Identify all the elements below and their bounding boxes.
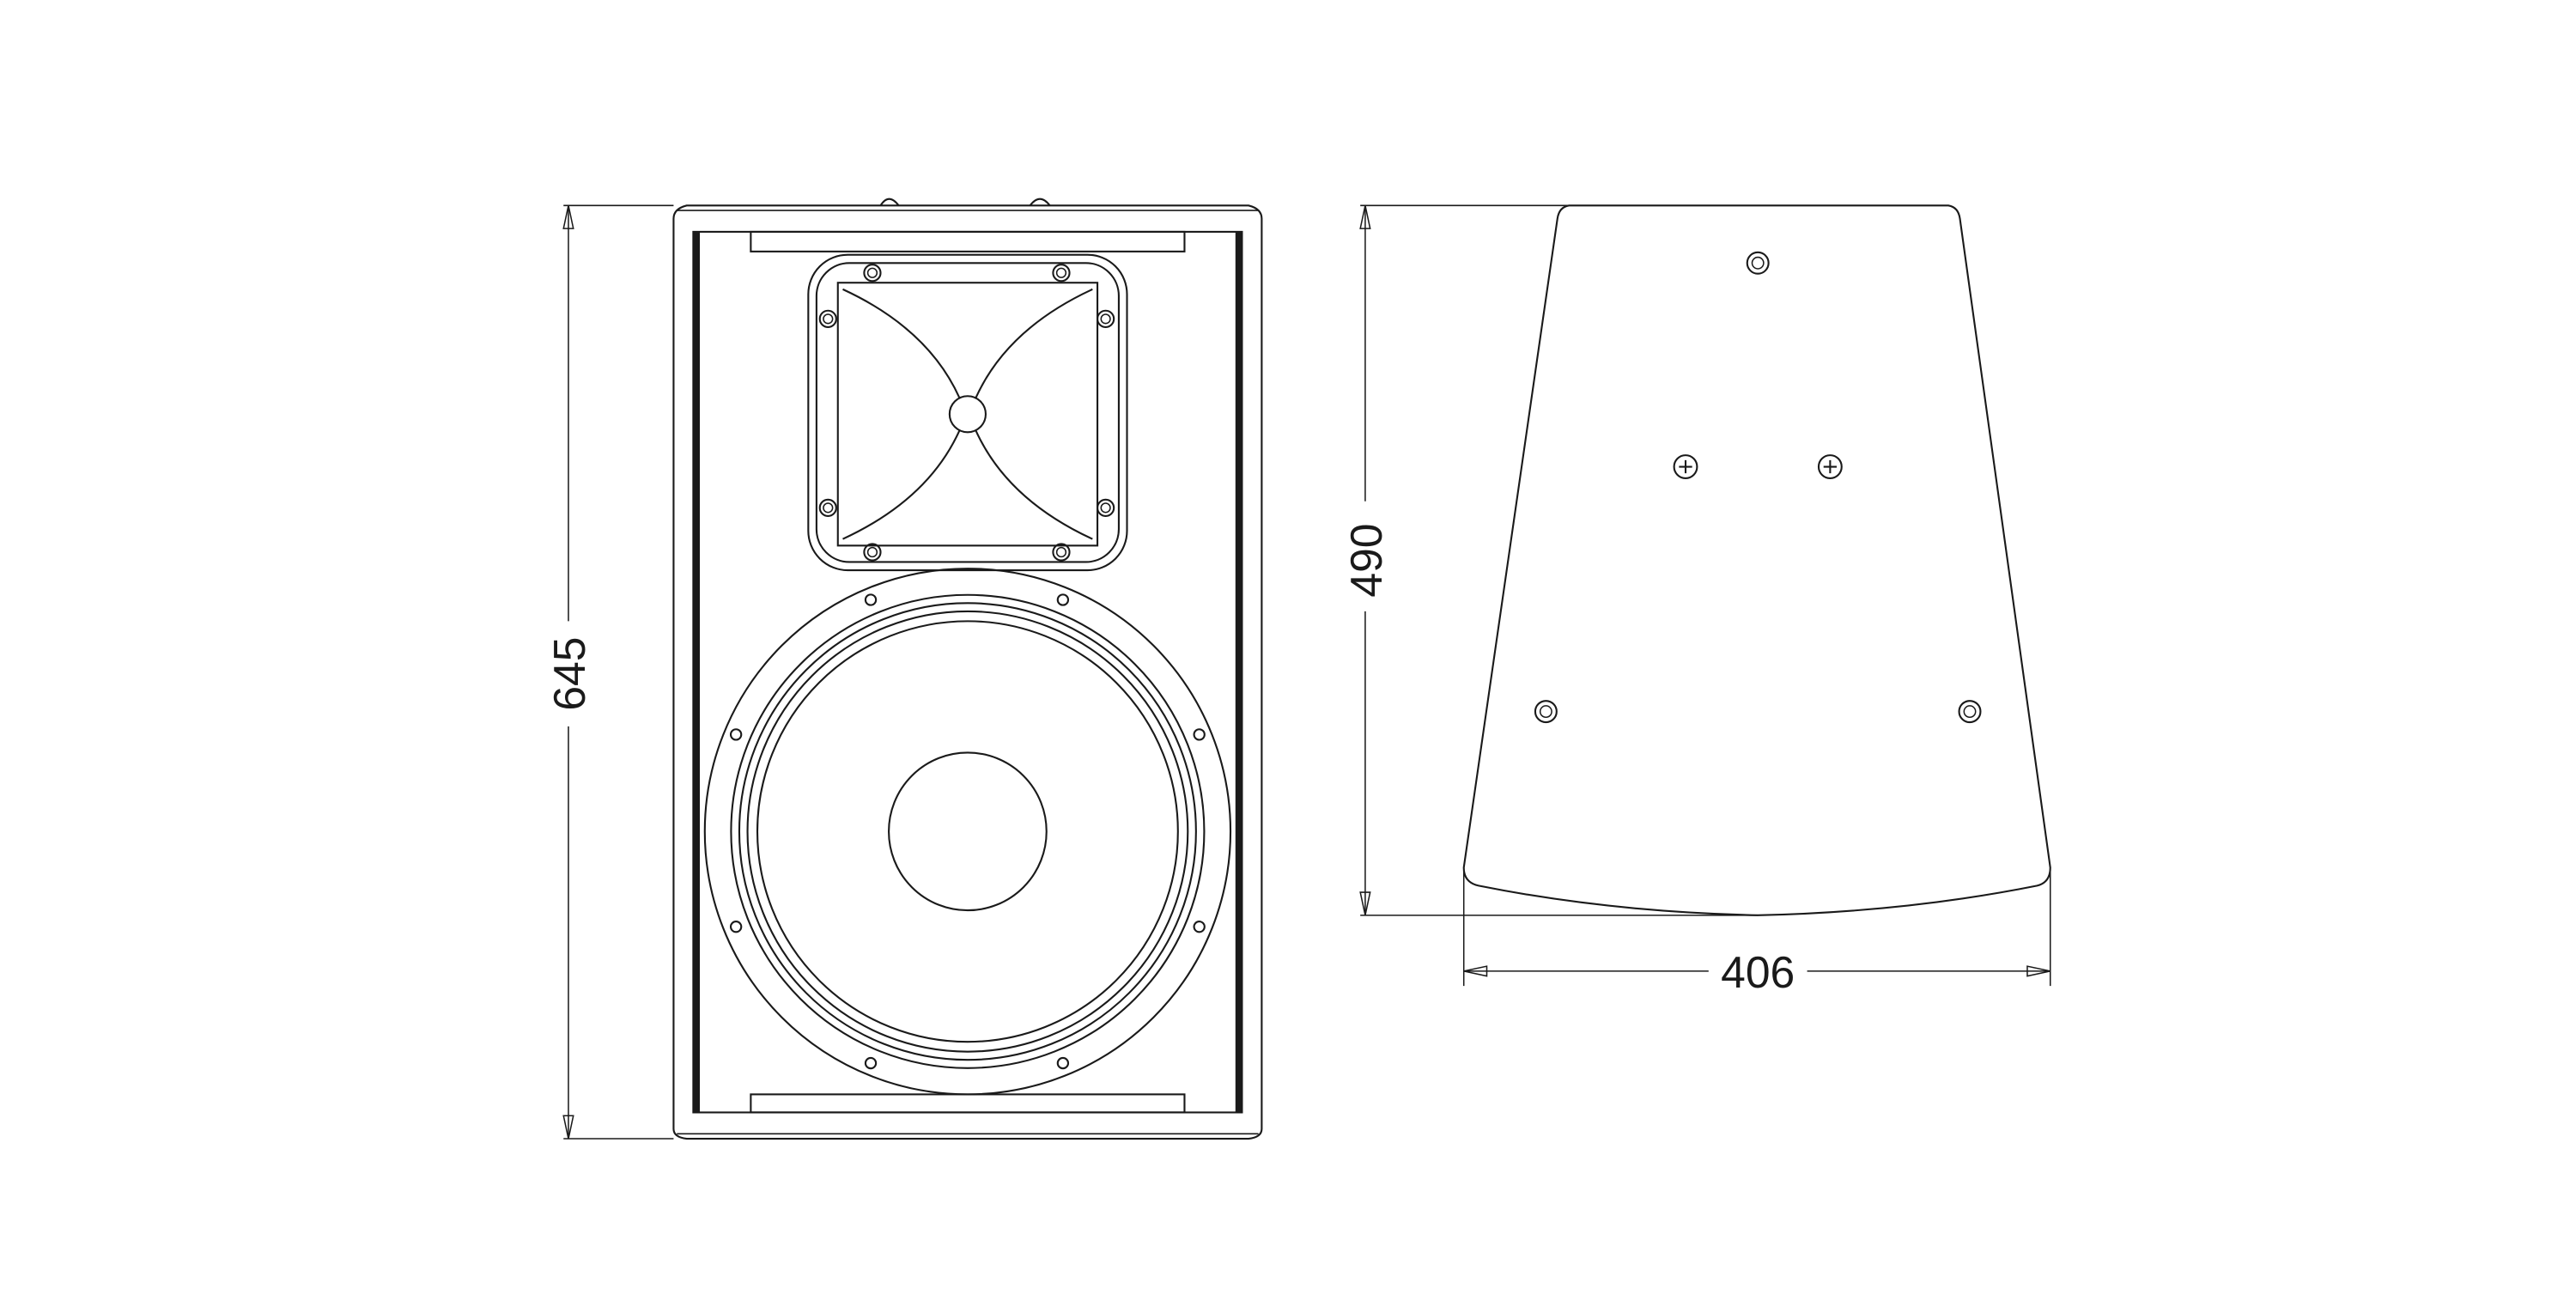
woofer-mount-hole bbox=[864, 1056, 878, 1070]
height-dimension: 645 bbox=[544, 204, 674, 1140]
horn-screw bbox=[1052, 264, 1071, 283]
inner-panel bbox=[692, 230, 1243, 1114]
horn-screw bbox=[866, 267, 878, 278]
woofer-mount-hole bbox=[1056, 1056, 1070, 1070]
horn-screw bbox=[866, 546, 878, 558]
woofer-mount-hole bbox=[1193, 921, 1206, 933]
horn-screws bbox=[818, 264, 1115, 562]
horn-screw bbox=[863, 264, 882, 283]
horn-screw bbox=[863, 543, 882, 562]
height-label: 645 bbox=[544, 637, 594, 711]
woofer-mount-hole bbox=[1056, 593, 1070, 606]
phillips-screw-right bbox=[1817, 454, 1843, 479]
horn-screw bbox=[1100, 502, 1111, 514]
horn-screw bbox=[823, 313, 834, 325]
top-knob-left bbox=[879, 198, 900, 206]
top-handle-bar bbox=[750, 230, 1186, 252]
bottom-handle-bar bbox=[750, 1093, 1186, 1114]
side-view: 490 406 bbox=[1341, 204, 2051, 997]
woofer-mount-hole bbox=[729, 921, 743, 933]
top-knob-right bbox=[1029, 198, 1051, 206]
right-strip bbox=[1235, 231, 1242, 1113]
horn-screw bbox=[818, 309, 837, 328]
left-strip bbox=[693, 231, 701, 1113]
horn-screw bbox=[823, 502, 834, 514]
depth-label: 490 bbox=[1341, 523, 1391, 597]
woofer-mount-hole bbox=[729, 728, 743, 741]
phillips-screw-left bbox=[1673, 454, 1698, 479]
horn-screw bbox=[1097, 498, 1115, 517]
horn-throat bbox=[948, 395, 987, 434]
front-view: 645 bbox=[544, 198, 1263, 1140]
woofer-mount-hole bbox=[864, 593, 878, 606]
width-label: 406 bbox=[1721, 947, 1795, 997]
woofer-mount-hole bbox=[1193, 728, 1206, 741]
woofer-mount-holes bbox=[729, 593, 1206, 1070]
horn-screw bbox=[1055, 546, 1067, 558]
woofer bbox=[703, 568, 1232, 1096]
horn-screw bbox=[1055, 267, 1067, 278]
depth-dimension: 490 bbox=[1341, 204, 1759, 916]
horn-screw bbox=[818, 498, 837, 517]
dust-cap bbox=[888, 751, 1048, 912]
side-panel-outline bbox=[1462, 204, 2051, 916]
horn-tweeter bbox=[807, 253, 1128, 572]
horn-screw bbox=[1052, 543, 1071, 562]
side-screws bbox=[1534, 251, 1982, 724]
cabinet-outline bbox=[672, 204, 1263, 1140]
width-dimension: 406 bbox=[1462, 871, 2051, 997]
horn-screw bbox=[1097, 309, 1115, 328]
horn-screw bbox=[1100, 313, 1111, 325]
